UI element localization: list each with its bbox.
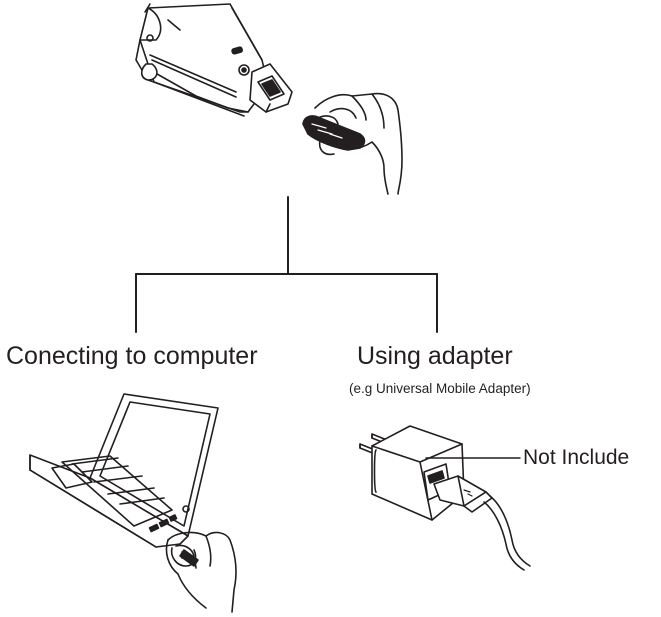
adapter-example-label: (e.g Universal Mobile Adapter) xyxy=(349,381,531,396)
hand-with-plug-icon xyxy=(302,92,403,195)
handheld-device-icon xyxy=(135,3,293,117)
connector-lines xyxy=(135,196,438,333)
laptop-icon xyxy=(29,393,219,548)
using-adapter-label: Using adapter xyxy=(357,342,513,370)
usb-wall-adapter-icon xyxy=(359,425,531,571)
hand-with-cable-icon xyxy=(165,531,237,613)
not-included-label: Not Include xyxy=(523,446,630,469)
connecting-to-computer-label: Conecting to computer xyxy=(6,342,258,370)
